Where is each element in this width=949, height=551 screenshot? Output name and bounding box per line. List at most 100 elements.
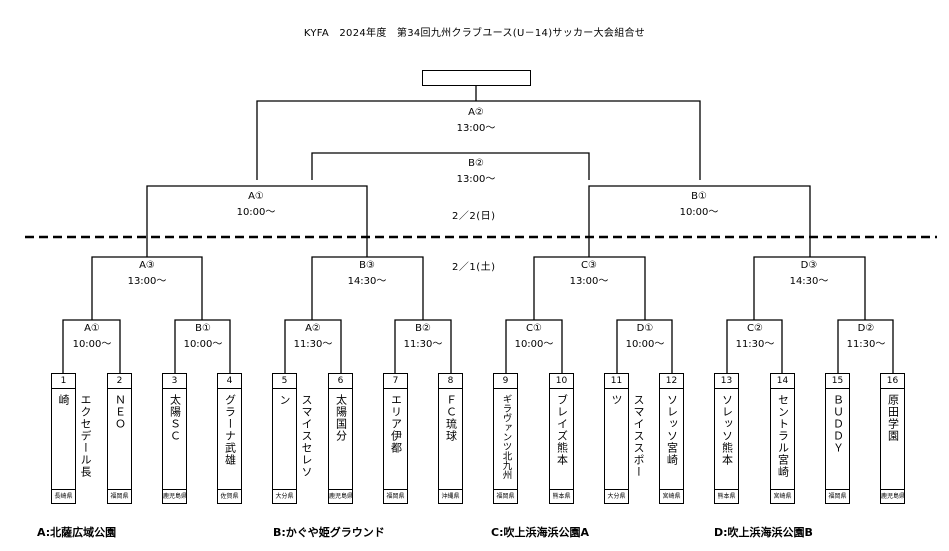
- venue-c: C:吹上浜海浜公園A: [491, 526, 589, 539]
- team-number: 11: [605, 374, 628, 389]
- match-time: 10:00～: [183, 339, 223, 350]
- team-prefecture: 鹿児島県: [163, 489, 186, 503]
- team-box: 13 ソレッソ熊本 熊本県: [714, 373, 739, 504]
- match-time: 10:00～: [625, 339, 665, 350]
- team-prefecture: 福岡県: [108, 489, 131, 503]
- match-code: A②: [305, 323, 321, 334]
- r1-2-connector: [174, 319, 231, 373]
- team-number: 9: [494, 374, 517, 389]
- match-qf4: D③ 14:30～: [764, 259, 854, 288]
- team-name: セントラル宮崎: [776, 394, 790, 478]
- third-place-connector: [311, 152, 590, 180]
- team-name: 太陽国分: [334, 394, 348, 442]
- match-code: D③: [800, 260, 818, 271]
- team-box: 6 太陽国分 鹿児島県: [328, 373, 353, 504]
- team-box: 7 エリア伊都 福岡県: [383, 373, 408, 504]
- team-name: ソレッソ熊本: [720, 394, 734, 466]
- team-number: 7: [384, 374, 407, 389]
- champion-box: [422, 70, 531, 86]
- team-prefecture: 沖縄県: [439, 489, 462, 503]
- team-name: ソレッソ宮崎: [665, 394, 679, 466]
- r1-3-connector: [284, 319, 342, 373]
- team-name: ブレイズ熊本: [555, 394, 569, 466]
- match-third-place: B② 13:00～: [431, 157, 521, 186]
- match-qf2: B③ 14:30～: [322, 259, 412, 288]
- match-r1-1: A① 10:00～: [47, 322, 137, 351]
- r1-1-connector: [62, 319, 121, 373]
- team-box: 5 スマイスセレソン 大分県: [272, 373, 313, 504]
- team-box: 15 ＢＵＤＤＹ 福岡県: [825, 373, 850, 504]
- team-prefecture: 福岡県: [384, 489, 407, 503]
- team-prefecture: 熊本県: [550, 489, 573, 503]
- team-prefecture: 大分県: [605, 489, 628, 503]
- match-code: B②: [468, 158, 484, 169]
- team-prefecture: 鹿児島県: [881, 489, 904, 503]
- match-qf3: C③ 13:00～: [544, 259, 634, 288]
- match-code: B②: [415, 323, 431, 334]
- team-box: 12 ソレッソ宮崎 宮崎県: [659, 373, 684, 504]
- team-prefecture: 長崎県: [52, 489, 75, 503]
- match-semi-right: B① 10:00～: [654, 190, 744, 219]
- team-name: エリア伊都: [389, 394, 403, 454]
- team-box: 2 ＮＥＯ 福岡県: [107, 373, 132, 504]
- team-number: 8: [439, 374, 462, 389]
- match-r1-6: D① 10:00～: [600, 322, 690, 351]
- match-code: A②: [468, 107, 484, 118]
- semi-right-connector: [588, 185, 811, 257]
- match-code: A③: [139, 260, 155, 271]
- team-name: 原田学園: [886, 394, 900, 442]
- match-time: 10:00～: [514, 339, 554, 350]
- team-name: ギラヴァンツ北九州: [500, 394, 512, 480]
- match-time: 10:00～: [236, 207, 276, 218]
- match-code: B①: [195, 323, 211, 334]
- match-time: 13:00～: [456, 123, 496, 134]
- team-prefecture: 福岡県: [494, 489, 517, 503]
- r1-5-connector: [505, 319, 563, 373]
- qf2-connector: [311, 256, 424, 320]
- team-box: 14 セントラル宮崎 宮崎県: [770, 373, 795, 504]
- match-r1-8: D② 11:30～: [821, 322, 911, 351]
- team-box: 9 ギラヴァンツ北九州 福岡県: [493, 373, 518, 504]
- team-number: 15: [826, 374, 849, 389]
- team-name: ＦＣ琉球: [444, 394, 458, 442]
- match-final: A② 13:00～: [431, 106, 521, 135]
- team-number: 10: [550, 374, 573, 389]
- match-time: 10:00～: [72, 339, 112, 350]
- match-time: 13:00～: [127, 276, 167, 287]
- semi-left-connector: [146, 185, 368, 257]
- team-name: グラーナ武雄: [223, 394, 237, 466]
- team-box: 16 原田学園 鹿児島県: [880, 373, 905, 504]
- team-box: 10 ブレイズ熊本 熊本県: [549, 373, 574, 504]
- team-prefecture: 宮崎県: [660, 489, 683, 503]
- match-qf1: A③ 13:00～: [102, 259, 192, 288]
- team-prefecture: 佐賀県: [218, 489, 241, 503]
- team-number: 1: [52, 374, 75, 389]
- match-r1-3: A② 11:30～: [268, 322, 358, 351]
- team-number: 14: [771, 374, 794, 389]
- match-code: B③: [359, 260, 375, 271]
- match-time: 11:30～: [403, 339, 443, 350]
- team-name: スマイスセレソン: [278, 394, 313, 478]
- match-r1-7: C② 11:30～: [710, 322, 800, 351]
- match-code: D①: [636, 323, 654, 334]
- match-code: C①: [526, 323, 542, 334]
- team-box: 1 エクセデール長崎 長崎県: [51, 373, 92, 504]
- team-prefecture: 宮崎県: [771, 489, 794, 503]
- match-r1-2: B① 10:00～: [158, 322, 248, 351]
- team-box: 8 ＦＣ琉球 沖縄県: [438, 373, 463, 504]
- team-prefecture: 福岡県: [826, 489, 849, 503]
- team-number: 6: [329, 374, 352, 389]
- team-name: ＮＥＯ: [113, 394, 127, 430]
- team-box: 3 太陽ＳＣ 鹿児島県: [162, 373, 187, 504]
- team-name: スマイススポーツ: [610, 394, 645, 478]
- r1-7-connector: [726, 319, 783, 373]
- team-name: エクセデール長崎: [57, 394, 92, 478]
- venue-b: B:かぐや姫グラウンド: [273, 526, 385, 539]
- match-r1-5: C① 10:00～: [489, 322, 579, 351]
- match-time: 11:30～: [735, 339, 775, 350]
- match-time: 14:30～: [789, 276, 829, 287]
- qf3-connector: [533, 256, 646, 320]
- date-day2: 2／2(日): [452, 211, 496, 222]
- team-prefecture: 大分県: [273, 489, 296, 503]
